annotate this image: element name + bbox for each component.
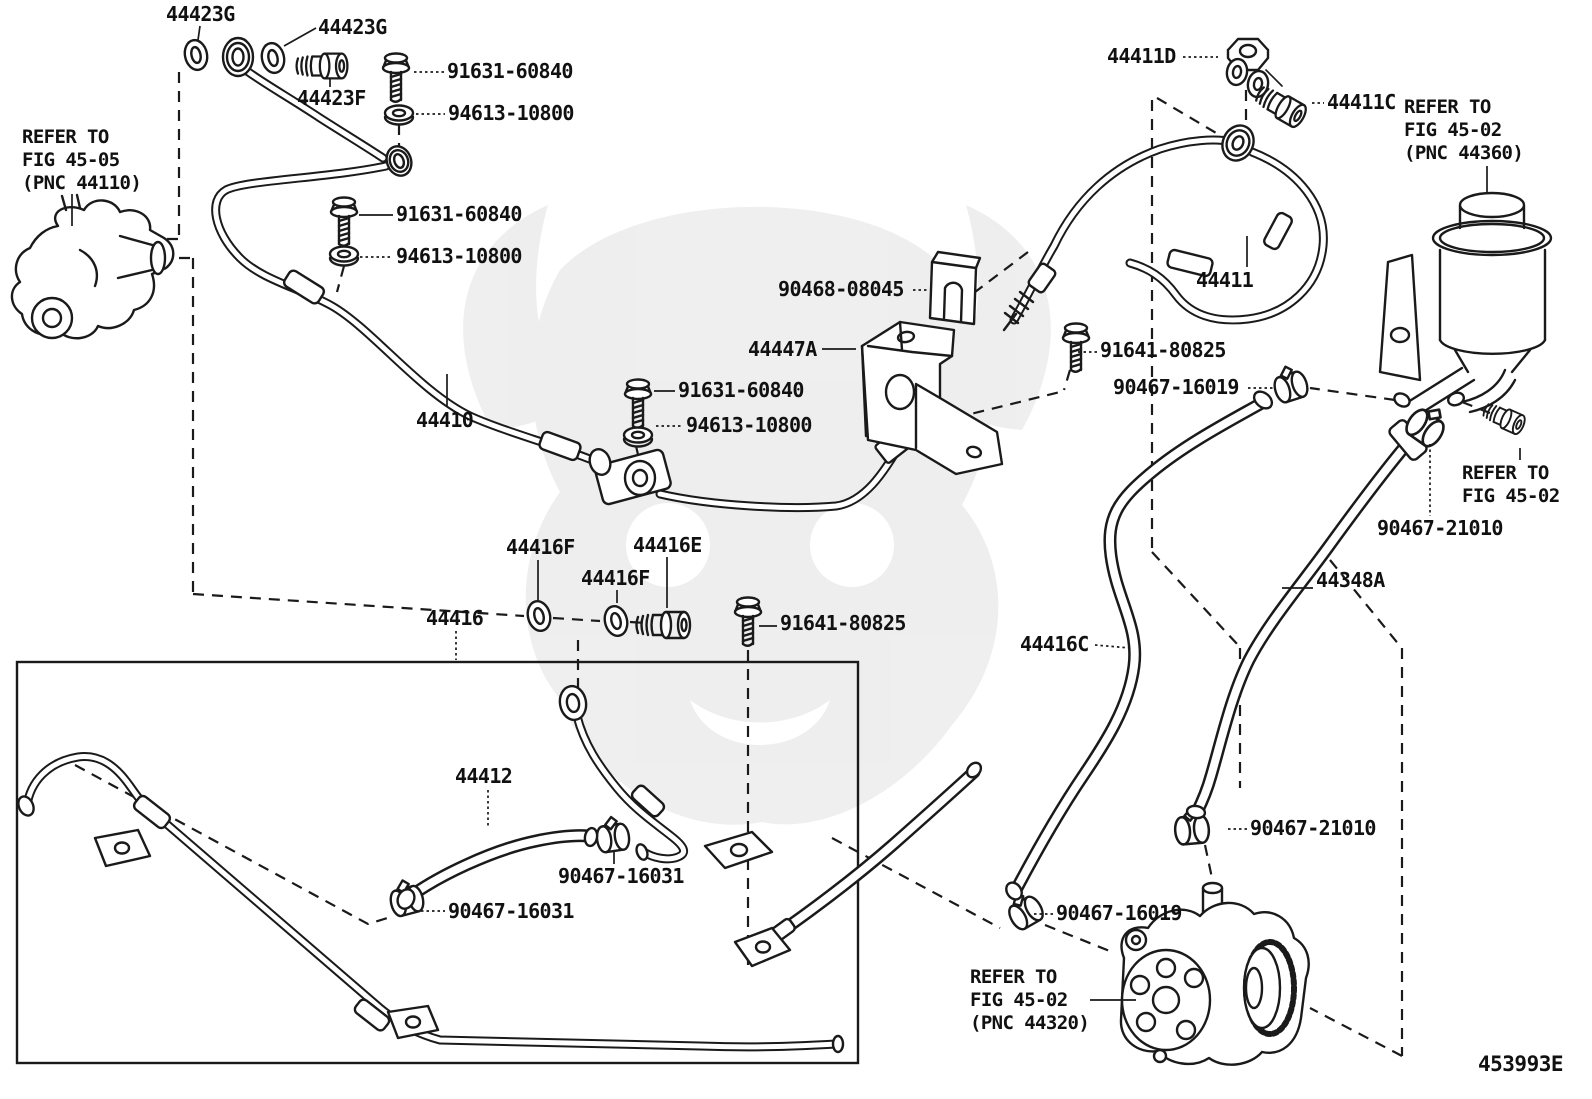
- elbow-tube: [572, 711, 689, 864]
- hose-44348a: [1190, 423, 1426, 819]
- part-label-90468-08045: 90468-08045: [778, 277, 904, 301]
- note-refer-reservoir: REFER TO FIG 45-02 (PNC 44360): [1404, 96, 1524, 165]
- note-refer-gear: REFER TO FIG 45-05 (PNC 44110): [22, 126, 142, 195]
- part-label-44447a: 44447A: [748, 337, 817, 361]
- bracket-44447a-icon: [860, 320, 1004, 476]
- part-label-90467-16019-b: 90467-16019: [1056, 901, 1182, 925]
- union-bolt-44423f-icon: [295, 52, 349, 80]
- part-label-44412: 44412: [455, 764, 513, 788]
- part-label-90467-21010-a: 90467-21010: [1377, 516, 1503, 540]
- bracket-feet: [93, 828, 792, 1040]
- part-label-44423f: 44423F: [297, 86, 366, 110]
- bolt-91631-60840-a-icon: [381, 52, 411, 103]
- note-refer-bracket-bolt-line1: REFER TO: [1462, 462, 1549, 484]
- note-refer-reservoir-line2: FIG 45-02: [1404, 119, 1502, 141]
- part-label-44411d: 44411D: [1107, 44, 1176, 68]
- part-label-44416c: 44416C: [1020, 632, 1089, 656]
- note-refer-gear-line1: REFER TO: [22, 126, 109, 148]
- note-refer-pump: REFER TO FIG 45-02 (PNC 44320): [970, 966, 1090, 1035]
- elbow-tube-eyelet-icon: [558, 684, 588, 722]
- banjo-eyelet-mid-icon: [385, 145, 413, 177]
- clamp-90467-16019-a-icon: [1268, 360, 1312, 406]
- note-refer-pump-line1: REFER TO: [970, 966, 1057, 988]
- hose-stub-lower: [765, 765, 981, 945]
- note-refer-gear-line3: (PNC 44110): [22, 172, 142, 194]
- banjo-eyelet-44411-icon: [1221, 124, 1255, 162]
- part-label-90467-16031-a: 90467-16031: [558, 864, 684, 888]
- part-label-91641-80825-b: 91641-80825: [780, 611, 906, 635]
- clamp-90467-16031-a-icon: [593, 813, 632, 855]
- note-refer-bracket-bolt-line2: FIG 45-02: [1462, 485, 1560, 507]
- sub-assembly-box: [15, 660, 860, 1065]
- part-label-44416f-a: 44416F: [506, 535, 575, 559]
- pressure-tube-upper: [238, 63, 388, 163]
- part-label-44411c: 44411C: [1327, 90, 1396, 114]
- part-label-94613-10800-c: 94613-10800: [686, 413, 812, 437]
- banjo-block-mid-icon: [588, 448, 672, 506]
- reservoir-tank-icon: [1378, 191, 1553, 416]
- hose-44416c: [1010, 397, 1267, 895]
- note-refer-gear-line2: FIG 45-05: [22, 149, 120, 171]
- part-label-44416f-b: 44416F: [581, 566, 650, 590]
- part-label-44411: 44411: [1196, 268, 1254, 292]
- steering-gear-housing-icon: [10, 193, 175, 340]
- components: [10, 36, 1553, 1066]
- note-refer-pump-line3: (PNC 44320): [970, 1012, 1090, 1034]
- part-label-44423g-a: 44423G: [166, 2, 235, 26]
- banjo-eyelet-upper-icon: [221, 36, 255, 78]
- gasket-94613-10800-b-icon: [328, 245, 360, 267]
- part-label-44423g-b: 44423G: [318, 15, 387, 39]
- clip-90468-icon: [928, 250, 982, 326]
- part-label-44416: 44416: [426, 606, 484, 630]
- bolt-reservoir-icon: [1479, 399, 1529, 437]
- part-label-90467-21010-b: 90467-21010: [1250, 816, 1376, 840]
- figure-code: 453993E: [1478, 1052, 1564, 1076]
- part-label-94613-10800-b: 94613-10800: [396, 244, 522, 268]
- vane-pump-icon: [1119, 881, 1310, 1066]
- note-refer-reservoir-line3: (PNC 44360): [1404, 142, 1524, 164]
- part-label-91631-60840-a: 91631-60840: [447, 59, 573, 83]
- note-refer-pump-line2: FIG 45-02: [970, 989, 1068, 1011]
- part-label-44348a: 44348A: [1316, 568, 1385, 592]
- hose-end-caps: [17, 390, 1274, 1054]
- part-label-44410: 44410: [416, 408, 474, 432]
- gasket-94613-10800-a-icon: [383, 104, 415, 126]
- part-label-90467-16031-b: 90467-16031: [448, 899, 574, 923]
- nut-44411d-icon: [1225, 37, 1283, 99]
- part-label-91631-60840-c: 91631-60840: [678, 378, 804, 402]
- bolt-91631-60840-b-icon: [329, 196, 359, 247]
- part-label-91631-60840-b: 91631-60840: [396, 202, 522, 226]
- seal-ring-44423g-b-icon: [257, 39, 289, 77]
- part-label-44416e: 44416E: [633, 533, 702, 557]
- assembly-dashed-lines: [74, 72, 1491, 1057]
- part-label-91641-80825-a: 91641-80825: [1100, 338, 1226, 362]
- seal-ring-44423g-a-icon: [180, 36, 212, 74]
- note-refer-reservoir-line1: REFER TO: [1404, 96, 1491, 118]
- bolt-91641-80825-a-icon: [1061, 322, 1091, 373]
- gasket-94613-10800-c-icon: [622, 426, 654, 448]
- hose-44412: [401, 829, 596, 905]
- leader-lines: [71, 25, 1521, 1001]
- union-bolt-44411c-icon: [1251, 81, 1311, 131]
- part-label-94613-10800-a: 94613-10800: [448, 101, 574, 125]
- threaded-fitting-44411-icon: [1002, 262, 1057, 332]
- part-label-90467-16019-a: 90467-16019: [1113, 375, 1239, 399]
- note-refer-bracket-bolt: REFER TO FIG 45-02: [1462, 462, 1560, 508]
